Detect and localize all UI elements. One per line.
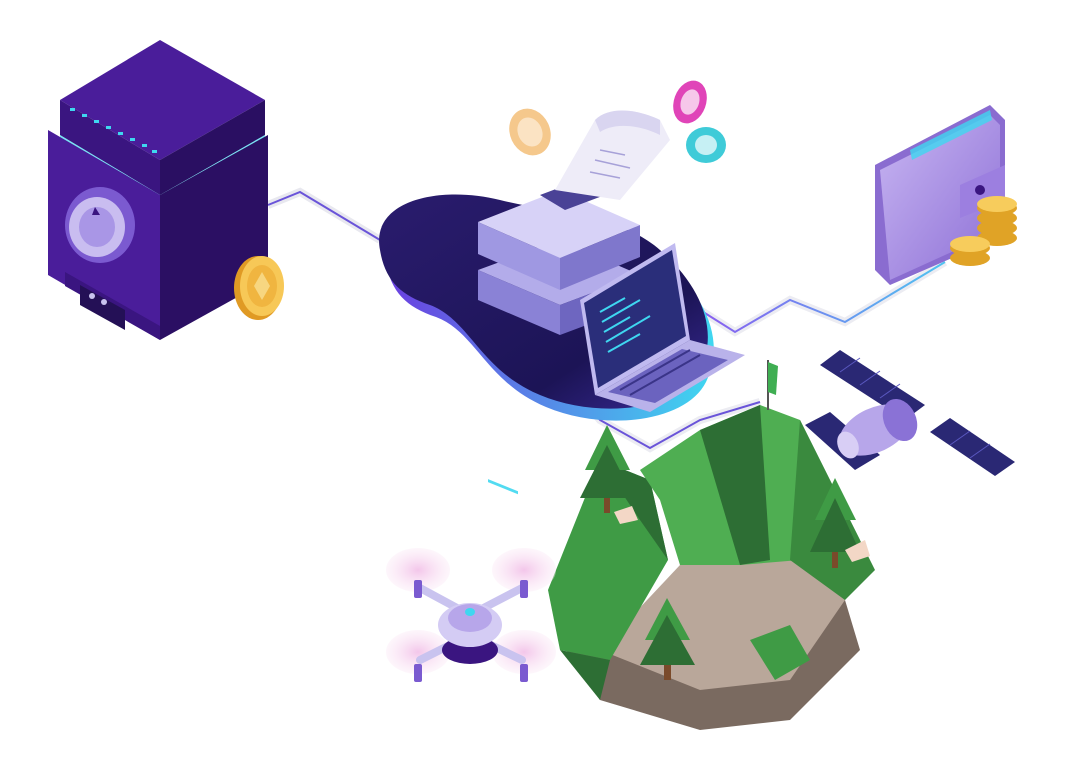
trees — [580, 425, 870, 680]
laptop-icon — [580, 243, 745, 412]
poker-chip-icon — [509, 80, 726, 163]
tree-icon — [640, 598, 695, 680]
flag-icon — [767, 360, 778, 410]
coins-icon — [950, 196, 1017, 266]
safe-vault-icon — [48, 40, 268, 340]
coin-icon — [234, 256, 284, 320]
tree-icon — [810, 478, 860, 568]
satellite-icon — [805, 350, 1015, 476]
drone-icon — [386, 548, 556, 682]
tree-icon — [580, 425, 634, 513]
